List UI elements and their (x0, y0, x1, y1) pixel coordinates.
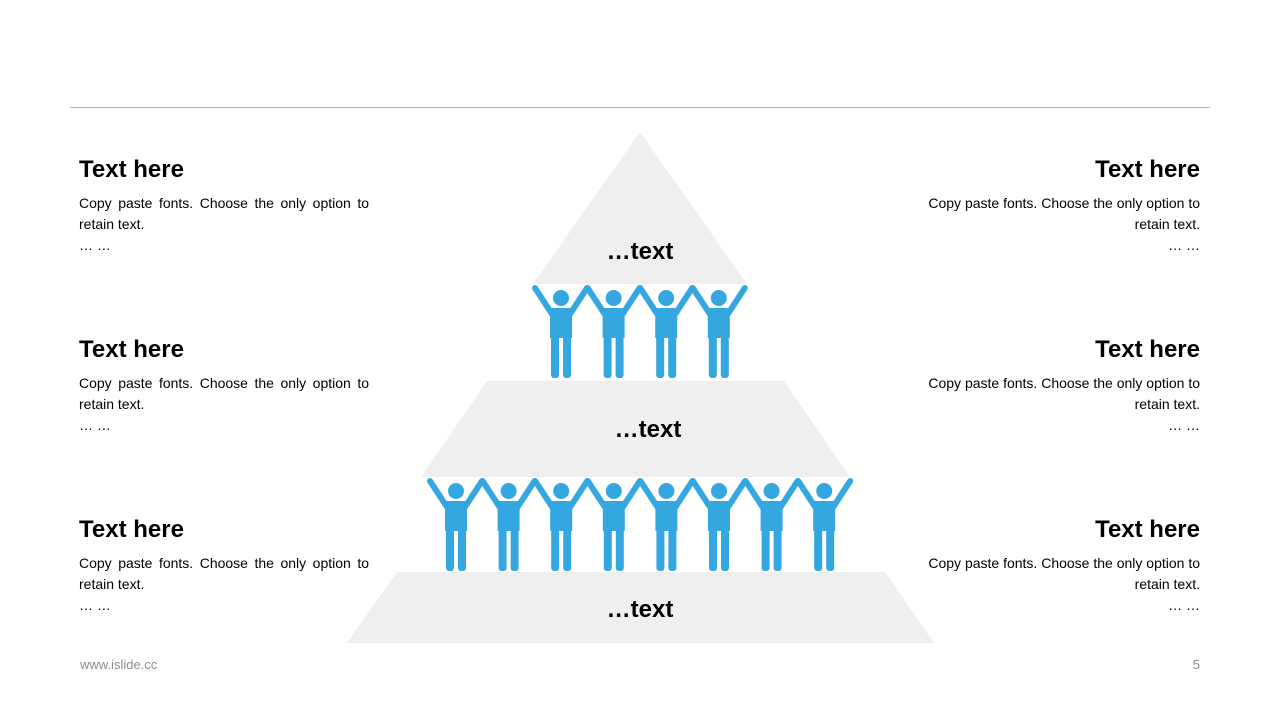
person-icon (637, 285, 696, 378)
block-body: Copy paste fonts. Choose the only option… (928, 375, 1200, 412)
block-title: Text here (1095, 336, 1200, 363)
person-icon (427, 478, 485, 571)
person-icon (689, 285, 748, 378)
block-ellipsis: … … (1168, 417, 1200, 433)
block-body: Copy paste fonts. Choose the only option… (928, 555, 1200, 592)
text-block-left-1: Text here Copy paste fonts. Choose the o… (79, 156, 369, 255)
text-block-left-3: Text here Copy paste fonts. Choose the o… (79, 516, 369, 615)
block-title: Text here (79, 156, 184, 183)
person-icon (637, 478, 696, 571)
block-title: Text here (79, 516, 184, 543)
people-row-middle (427, 478, 854, 571)
page-number: 5 (1192, 657, 1200, 672)
text-block-right-1: Text here Copy paste fonts. Choose the o… (910, 156, 1200, 255)
person-icon (479, 478, 538, 571)
block-ellipsis: … … (79, 417, 111, 433)
text-block-left-2: Text here Copy paste fonts. Choose the o… (79, 336, 369, 435)
header-divider (70, 107, 1210, 108)
pyramid-tier-top (533, 132, 747, 284)
person-icon (532, 285, 590, 378)
block-body: Copy paste fonts. Choose the only option… (79, 375, 369, 412)
person-icon (690, 478, 748, 571)
block-ellipsis: … … (1168, 237, 1200, 253)
tier-label-middle: …text (614, 416, 682, 443)
tier-label-top: …text (606, 238, 674, 265)
person-icon (584, 478, 643, 571)
text-block-right-2: Text here Copy paste fonts. Choose the o… (910, 336, 1200, 435)
block-ellipsis: … … (79, 597, 111, 613)
block-body: Copy paste fonts. Choose the only option… (79, 195, 369, 232)
footer-url: www.islide.cc (80, 657, 158, 672)
person-icon (795, 478, 854, 571)
block-body: Copy paste fonts. Choose the only option… (79, 555, 369, 592)
block-ellipsis: … … (1168, 597, 1200, 613)
block-title: Text here (1095, 516, 1200, 543)
block-title: Text here (79, 336, 184, 363)
person-icon (532, 478, 591, 571)
pyramid-tier-middle (421, 381, 850, 477)
person-icon (742, 478, 801, 571)
pyramid-tier-bottom (347, 572, 934, 643)
text-block-right-3: Text here Copy paste fonts. Choose the o… (910, 516, 1200, 615)
person-icon (584, 285, 643, 378)
block-ellipsis: … … (79, 237, 111, 253)
block-title: Text here (1095, 156, 1200, 183)
block-body: Copy paste fonts. Choose the only option… (928, 195, 1200, 232)
tier-label-bottom: …text (606, 596, 674, 623)
people-row-top (532, 285, 748, 378)
